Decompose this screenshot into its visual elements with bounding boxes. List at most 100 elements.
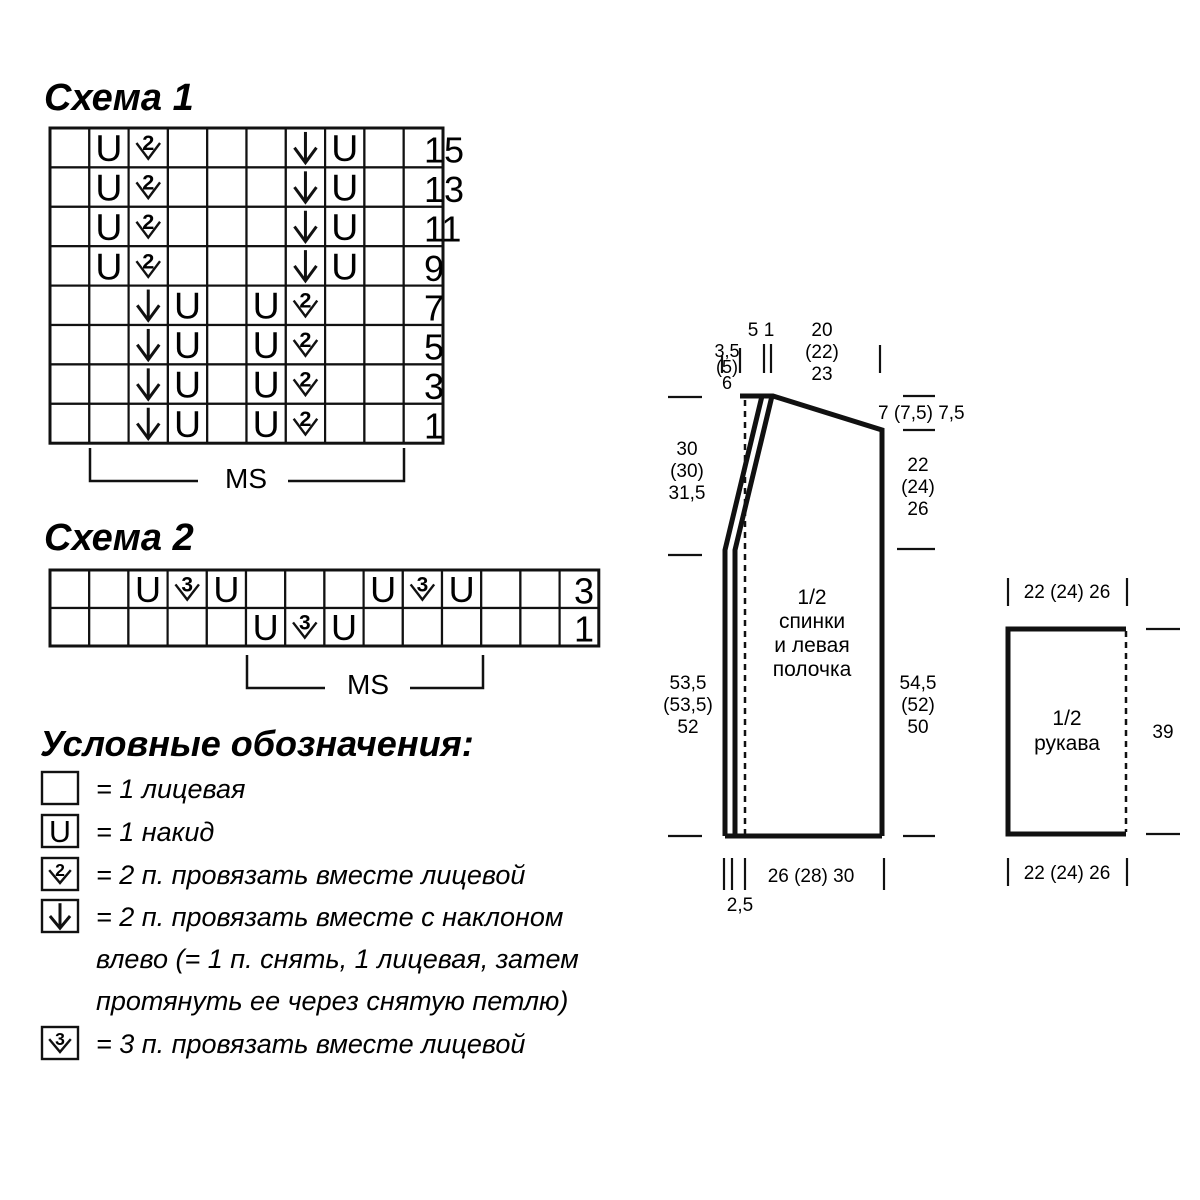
legend-item-text: = 2 п. провязать вместе лицевой bbox=[96, 860, 525, 890]
scheme1-cell bbox=[206, 284, 248, 327]
scheme1-cell bbox=[324, 323, 366, 366]
scheme1-cell bbox=[363, 126, 405, 169]
scheme1-yarn-over-icon: U bbox=[331, 166, 358, 208]
scheme1-cell bbox=[324, 363, 366, 405]
scheme1-yarn-over-icon: U bbox=[253, 285, 280, 327]
scheme1-row-label: 7 bbox=[424, 287, 444, 328]
scheme1-cell bbox=[166, 245, 209, 287]
scheme1-cell bbox=[88, 363, 130, 405]
body-dim-left-length: 53,5(53,5)52 bbox=[663, 673, 713, 738]
scheme2-yarn-over-icon: U bbox=[370, 569, 396, 610]
scheme1-cell bbox=[166, 205, 209, 248]
scheme1-cell bbox=[245, 126, 287, 169]
scheme1-yarn-over-icon: U bbox=[253, 363, 280, 405]
scheme1-cell bbox=[48, 166, 91, 208]
scheme1-cell bbox=[206, 126, 248, 169]
body-dim-line: (22) bbox=[805, 342, 839, 363]
scheme1-cell bbox=[363, 323, 405, 366]
scheme1-cell bbox=[127, 205, 170, 248]
scheme1-arrow-down-icon bbox=[136, 383, 161, 402]
scheme1-yarn-over-icon: U bbox=[95, 166, 122, 208]
legend-chevron-icon bbox=[48, 869, 72, 885]
scheme1-cell bbox=[88, 323, 130, 366]
body-dim-line: 22 bbox=[907, 455, 928, 476]
sleeve-dim-height: 39 bbox=[1152, 722, 1173, 743]
scheme1-cell bbox=[166, 166, 209, 208]
scheme1-cell bbox=[245, 205, 287, 248]
scheme1-cell bbox=[48, 245, 91, 287]
scheme1-cell bbox=[48, 205, 91, 248]
scheme1-cell bbox=[363, 284, 405, 327]
scheme1-yarn-over-icon: U bbox=[253, 324, 280, 366]
body-dim-shoulder-slope: 7 (7,5) 7,5 bbox=[878, 403, 965, 424]
scheme1-decrease-number: 2 bbox=[299, 327, 311, 352]
scheme1-yarn-over-icon: U bbox=[174, 403, 201, 445]
scheme1-arrow-down-icon bbox=[293, 186, 318, 205]
body-pattern: 5 1 3,5(5)6 20(22)23 7 (7,5) 7,5 30(30)3… bbox=[663, 320, 964, 916]
scheme2-cell bbox=[48, 568, 91, 610]
scheme1-row-label: 15 bbox=[424, 130, 464, 171]
scheme1-cell bbox=[206, 363, 248, 405]
scheme1-cell bbox=[48, 284, 91, 327]
sleeve-dim-top-width: 22 (24) 26 bbox=[1024, 582, 1111, 603]
scheme1-cell bbox=[88, 402, 130, 445]
scheme2-repeat-bracket bbox=[245, 655, 485, 690]
scheme2-row-label: 1 bbox=[574, 608, 594, 649]
scheme1-yarn-over-icon: U bbox=[253, 403, 280, 445]
scheme1-chevron-icon bbox=[135, 142, 162, 161]
scheme1-yarn-over-icon: U bbox=[331, 206, 358, 248]
scheme1-row-label: 13 bbox=[424, 169, 464, 210]
scheme2-row-labels: 31 bbox=[574, 570, 594, 649]
legend-decrease-number: 3 bbox=[55, 1029, 65, 1049]
scheme1-yarn-over-icon: U bbox=[95, 245, 122, 287]
scheme1-cell bbox=[166, 126, 209, 169]
legend-item-text: = 1 лицевая bbox=[96, 774, 245, 804]
scheme1-chevron-icon bbox=[292, 378, 319, 398]
scheme1-cell bbox=[324, 402, 366, 445]
scheme1-cell bbox=[206, 245, 248, 287]
scheme1-repeat-bracket bbox=[88, 448, 406, 483]
scheme1-cell bbox=[284, 363, 327, 405]
scheme1-cell bbox=[363, 402, 405, 445]
scheme1-yarn-over-icon: U bbox=[95, 127, 122, 169]
scheme1-title: Схема 1 bbox=[44, 77, 194, 119]
scheme1-cell bbox=[284, 402, 327, 445]
scheme1-cell bbox=[88, 284, 130, 327]
scheme2-cell bbox=[244, 606, 287, 648]
scheme1-cell bbox=[206, 323, 248, 366]
body-label-line: 1/2 bbox=[797, 586, 826, 609]
scheme1-row-label: 5 bbox=[424, 327, 444, 368]
scheme1-chevron-icon bbox=[135, 181, 162, 201]
legend-item-text: = 3 п. провязать вместе лицевой bbox=[96, 1029, 525, 1059]
scheme1-row-label: 3 bbox=[424, 366, 444, 407]
body-dimension-ticks bbox=[668, 344, 935, 890]
scheme2-yarn-over-icon: U bbox=[253, 607, 279, 648]
body-dim-line: 23 bbox=[811, 364, 832, 385]
body-dim-line: (30) bbox=[670, 461, 704, 482]
legend-symbol-box bbox=[40, 813, 80, 849]
scheme2-cell bbox=[166, 568, 208, 610]
scheme2-cell bbox=[88, 568, 130, 610]
scheme2-cell bbox=[323, 568, 365, 610]
scheme1-yarn-over-icon: U bbox=[174, 363, 201, 405]
scheme2-decrease-number: 3 bbox=[417, 573, 429, 596]
body-dim-line: (5) bbox=[716, 357, 738, 377]
body-dim-right-armhole: 22(24)26 bbox=[901, 455, 935, 520]
sleeve-label-line: 1/2 bbox=[1052, 707, 1081, 730]
body-dim-line: 31,5 bbox=[669, 483, 706, 504]
scheme1-arrow-down-icon bbox=[293, 225, 318, 245]
scheme1-chevron-icon bbox=[135, 221, 162, 240]
scheme1-arrow-down-icon bbox=[136, 343, 161, 363]
scheme2-cell bbox=[48, 606, 91, 648]
scheme2-cell bbox=[440, 606, 483, 648]
scheme1-row-label: 11 bbox=[424, 208, 461, 249]
scheme2-cell bbox=[519, 568, 561, 610]
scheme1-cell bbox=[363, 166, 405, 208]
legend-chevron-icon bbox=[48, 1038, 72, 1054]
body-outline bbox=[722, 393, 885, 839]
scheme1-chevron-icon bbox=[135, 260, 162, 279]
